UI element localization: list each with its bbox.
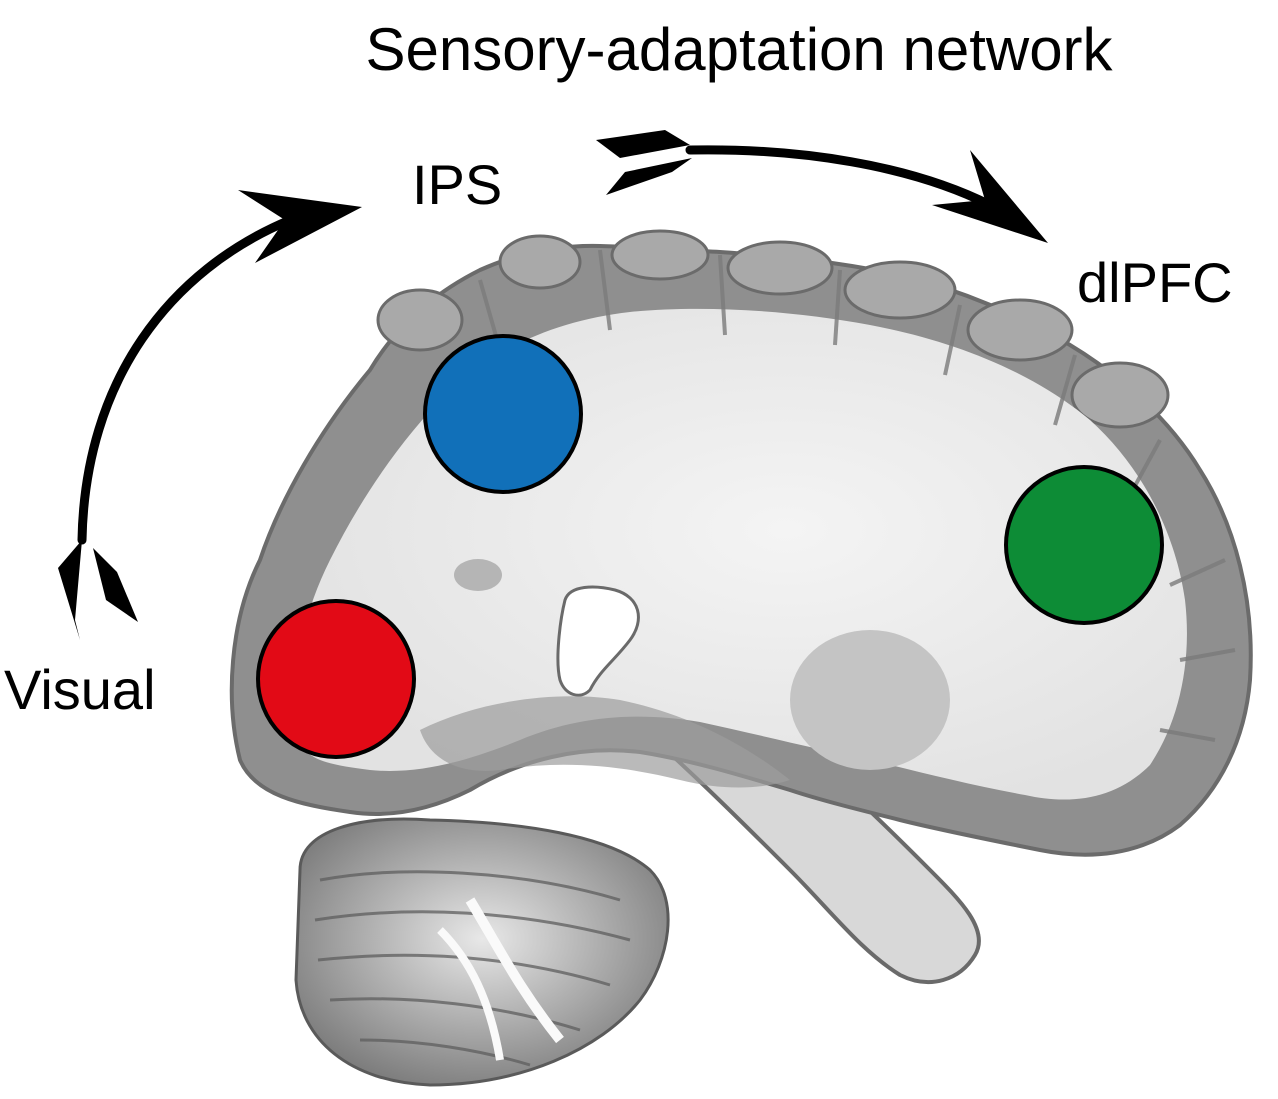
dlpfc-label: dlPFC — [1077, 251, 1233, 314]
visual-label: Visual — [4, 658, 156, 721]
arrow-ips-to-dlpfc — [596, 130, 1048, 243]
small-nucleus — [454, 559, 502, 591]
dlpfc-region — [1004, 465, 1164, 625]
gyri — [376, 229, 1170, 429]
sulci — [478, 249, 1236, 742]
temporal-lobe — [420, 696, 790, 788]
ips-label: IPS — [412, 153, 503, 216]
arrow-visual-to-ips — [58, 190, 362, 640]
cerebellum — [294, 817, 670, 1087]
ips-region — [423, 334, 583, 494]
ventricle — [556, 585, 640, 697]
deep-nucleus — [790, 630, 950, 770]
visual-region — [256, 599, 416, 759]
figure-title: Sensory-adaptation network — [365, 16, 1113, 83]
